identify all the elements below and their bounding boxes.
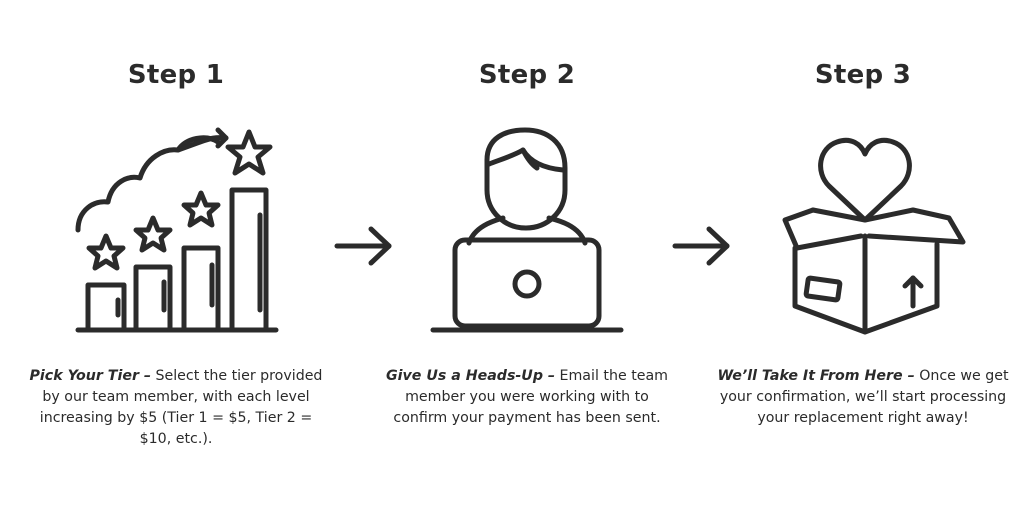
step-1-text: Select the tier provided by our team mem… bbox=[39, 368, 323, 447]
step-3-title: Step 3 bbox=[814, 60, 912, 90]
step-1-title: Step 1 bbox=[127, 60, 225, 90]
step-2-title: Step 2 bbox=[478, 60, 576, 90]
heart-box-icon bbox=[782, 137, 966, 335]
arrow-right-icon bbox=[672, 226, 730, 266]
step-2-lead: Give Us a Heads-Up – bbox=[386, 368, 556, 384]
arrow-right-icon bbox=[334, 226, 392, 266]
step-1: Step 1 Pick Your Tier – Select the tier … bbox=[26, 0, 326, 512]
step-2-text: Email the team member you were working w… bbox=[393, 368, 668, 426]
step-1-description: Pick Your Tier – Select the tier provide… bbox=[26, 366, 326, 450]
step-2-description: Give Us a Heads-Up – Email the team memb… bbox=[377, 366, 677, 429]
step-3-description: We’ll Take It From Here – Once we get yo… bbox=[713, 366, 1013, 429]
step-1-lead: Pick Your Tier – bbox=[29, 368, 151, 384]
step-3-text: Once we get your confirmation, we’ll sta… bbox=[719, 368, 1009, 426]
step-3-lead: We’ll Take It From Here – bbox=[717, 368, 915, 384]
step-2: Step 2 Give Us a Heads-Up – Email the te… bbox=[377, 0, 677, 512]
step-3: Step 3 We’ll Take It From Here – Once we… bbox=[713, 0, 1013, 512]
person-laptop-icon bbox=[430, 127, 624, 333]
tier-bar-chart-stars-icon bbox=[75, 127, 279, 333]
